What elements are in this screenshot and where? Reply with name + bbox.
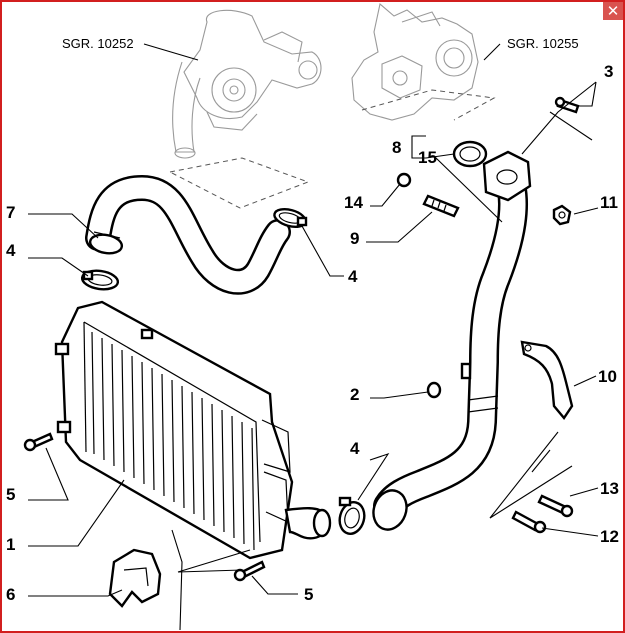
- nut-11: [552, 204, 572, 226]
- bolt-12: [511, 510, 547, 534]
- callout-1: 1: [6, 535, 15, 554]
- manifold-ghost: [351, 2, 479, 121]
- callout-15: 15: [418, 148, 437, 167]
- hose-clamp-upper-left: [80, 269, 120, 291]
- intake-pipe: [372, 150, 532, 531]
- guide-dashed-left: [168, 157, 310, 209]
- bolt-13: [537, 494, 574, 518]
- mounting-clip: [108, 548, 162, 608]
- callout-5-bottom: 5: [304, 585, 313, 604]
- hose-clamp-lower: [338, 496, 366, 535]
- callout-2: 2: [350, 385, 359, 404]
- hose-clamp-upper-right: [273, 208, 308, 228]
- callout-3: 3: [604, 62, 613, 81]
- bolt-5-left: [23, 432, 54, 452]
- ref-label-left: SGR. 10252: [62, 36, 134, 51]
- callout-7: 7: [6, 203, 15, 222]
- bolt-3: [554, 96, 580, 114]
- ref-label-right: SGR. 10255: [507, 36, 579, 51]
- callout-4-lower: 4: [350, 439, 360, 458]
- callout-5-left: 5: [6, 485, 15, 504]
- callout-14: 14: [344, 193, 363, 212]
- support-bracket: [520, 340, 574, 421]
- nut-2: [426, 381, 442, 399]
- callout-9: 9: [350, 229, 359, 248]
- callout-12: 12: [600, 527, 619, 546]
- callout-13: 13: [600, 479, 619, 498]
- turbocharger-ghost: [172, 9, 322, 159]
- callout-4-upper: 4: [348, 267, 358, 286]
- bolt-5-bottom: [233, 560, 266, 582]
- stud-bolt-9: [422, 194, 460, 218]
- washer-14: [396, 172, 412, 188]
- callout-6: 6: [6, 585, 15, 604]
- callout-4-left: 4: [6, 241, 16, 260]
- callout-10: 10: [598, 367, 617, 386]
- leader-lines: [28, 43, 599, 631]
- o-ring: [452, 140, 488, 168]
- close-icon[interactable]: ✕: [603, 2, 623, 20]
- guide-dashed-right: [361, 89, 496, 121]
- callout-8: 8: [392, 138, 401, 157]
- intercooler: [54, 300, 332, 560]
- callout-11: 11: [600, 193, 618, 212]
- upper-hose: [85, 174, 291, 295]
